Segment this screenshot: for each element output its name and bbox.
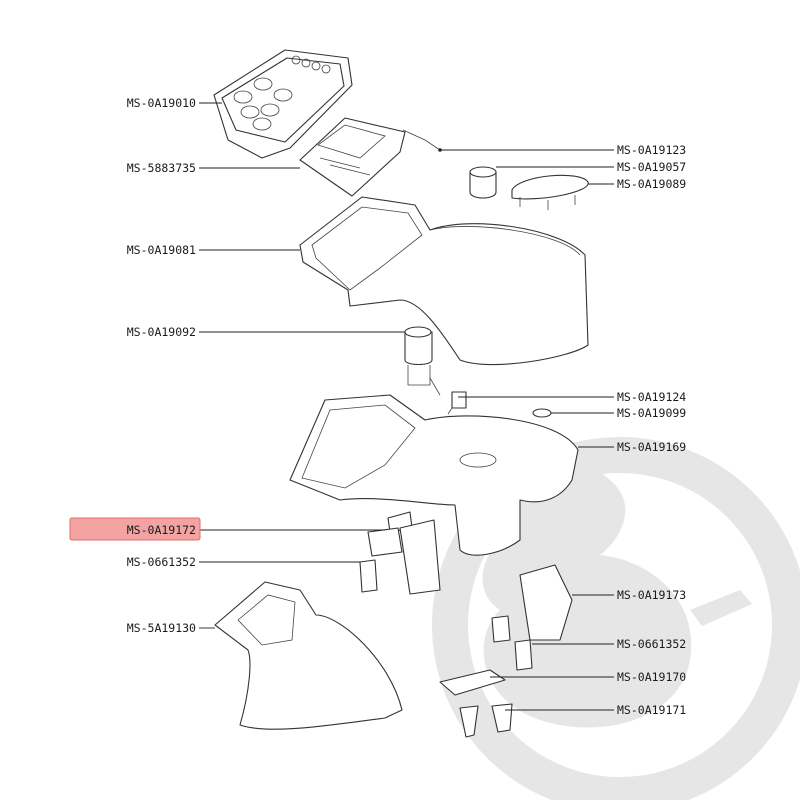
part-label-ms-0661352-right[interactable]: MS-0661352 — [617, 637, 686, 651]
part-label-ms-0a19057[interactable]: MS-0A19057 — [617, 160, 686, 174]
part-label-ms-0a19099[interactable]: MS-0A19099 — [617, 406, 686, 420]
part-label-ms-0661352-left[interactable]: MS-0661352 — [127, 555, 196, 569]
part-label-ms-0a19173[interactable]: MS-0A19173 — [617, 588, 686, 602]
control-pcb — [299, 117, 406, 197]
motor-unit — [404, 326, 441, 396]
part-label-ms-0a19171[interactable]: MS-0A19171 — [617, 703, 686, 717]
switch-assembly-right — [439, 564, 573, 738]
labels-right: MS-0A19123 MS-0A19057 MS-0A19089 MS-0A19… — [617, 143, 686, 717]
base-frame — [289, 394, 579, 556]
lower-cover — [214, 581, 403, 730]
highlight-box — [69, 517, 201, 541]
watermark-logo — [432, 437, 800, 805]
seal-ring — [532, 408, 552, 418]
switch-assembly-left — [359, 511, 441, 595]
watermark-ring — [432, 437, 800, 805]
part-label-ms-0a19010[interactable]: MS-0A19010 — [127, 96, 196, 110]
watermark-duck — [482, 465, 692, 728]
part-label-ms-0a19124[interactable]: MS-0A19124 — [617, 390, 686, 404]
sensor-part — [447, 391, 467, 415]
upper-housing — [299, 196, 589, 366]
part-label-ms-5883735[interactable]: MS-5883735 — [127, 161, 196, 175]
part-label-ms-0a19123[interactable]: MS-0A19123 — [617, 143, 686, 157]
part-label-ms-0a19089[interactable]: MS-0A19089 — [617, 177, 686, 191]
support-plate — [511, 174, 589, 210]
part-label-ms-0a19172[interactable]: MS-0A19172 — [127, 523, 196, 537]
labels-left: MS-0A19010 MS-5883735 MS-0A19081 MS-0A19… — [127, 96, 196, 635]
control-panel-cover — [213, 49, 353, 159]
part-label-ms-0a19081[interactable]: MS-0A19081 — [127, 243, 196, 257]
part-label-ms-0a19170[interactable]: MS-0A19170 — [617, 670, 686, 684]
coupling-part — [469, 166, 497, 199]
part-label-ms-0a19169[interactable]: MS-0A19169 — [617, 440, 686, 454]
watermark-wrench — [690, 590, 752, 626]
small-wire — [402, 129, 441, 151]
part-label-ms-5a19130[interactable]: MS-5A19130 — [127, 621, 196, 635]
part-label-ms-0a19092[interactable]: MS-0A19092 — [127, 325, 196, 339]
leader-lines — [199, 102, 614, 711]
